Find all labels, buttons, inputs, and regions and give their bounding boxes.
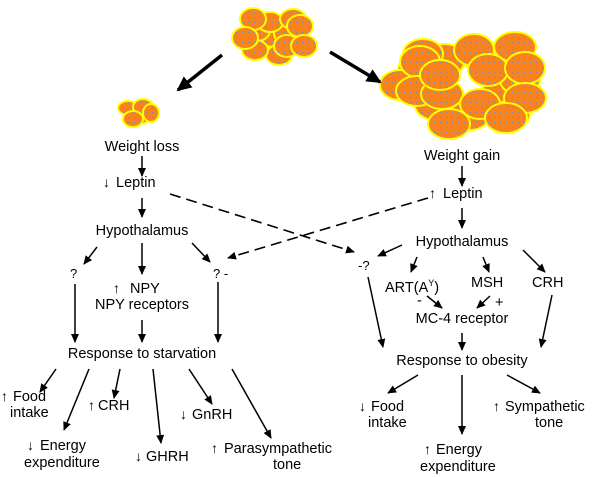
arrow-up-icon: ↑ xyxy=(493,398,500,414)
unknown-left-label: ? xyxy=(70,266,78,281)
outcome-line1: Food xyxy=(13,389,47,405)
outcome-line1: GHRH xyxy=(146,449,189,465)
arrow-down-icon: ↓ xyxy=(135,448,142,464)
art-superscript: Y xyxy=(428,278,435,288)
arrow-hyp-to-art xyxy=(410,256,418,273)
response-to-obesity-label: Response to obesity xyxy=(396,353,528,369)
fat-cell xyxy=(142,103,160,123)
plus-sign: + xyxy=(495,295,504,311)
arrow-crh-to-obesity-response xyxy=(538,294,553,348)
unknown-obesity-label: -? xyxy=(358,258,370,273)
arrow-to-energy-down xyxy=(63,368,90,431)
arrow-up-icon: ↑ xyxy=(88,397,95,413)
leptin-left-label: Leptin xyxy=(116,175,156,191)
hypothalamus-left-label: Hypothalamus xyxy=(95,223,189,239)
art-close: ) xyxy=(434,279,440,296)
fat-cell xyxy=(504,51,546,85)
minus-sign: - xyxy=(417,293,422,309)
outcome-line2: expenditure xyxy=(420,459,496,475)
art-label: ART(AY) xyxy=(385,275,439,296)
outcome-line1: GnRH xyxy=(192,407,233,423)
npy-receptors-label: NPY receptors xyxy=(94,297,190,313)
fat-cell xyxy=(231,26,259,50)
arrow-hyp-to-q-right xyxy=(191,242,211,263)
fat-cell-cluster-large xyxy=(379,31,547,140)
arrow-to-food-intake-up xyxy=(39,368,57,393)
arrow-up-icon: ↑ xyxy=(1,388,8,404)
msh-label: MSH xyxy=(471,275,504,291)
leptin-right-label: Leptin xyxy=(443,186,483,202)
dashed-leptin-high-to-left-q xyxy=(227,197,429,260)
arrow-down-icon: ↓ xyxy=(27,437,34,453)
fat-cell xyxy=(419,59,461,91)
weight-loss-label: Weight loss xyxy=(104,139,180,155)
hypothalamus-right-label: Hypothalamus xyxy=(415,234,509,250)
arrow-to-food-intake-down xyxy=(387,374,419,394)
fat-cell xyxy=(122,110,144,128)
arrow-hyp-to-msh xyxy=(482,256,490,273)
arrow-to-ghrh-down xyxy=(152,368,165,444)
fat-cell-cluster-small xyxy=(117,98,160,128)
arrow-q-to-obesity-response xyxy=(367,276,386,348)
outcome-line2: expenditure xyxy=(24,455,100,471)
outcome-line2: intake xyxy=(368,415,407,431)
outcome-line1: Food xyxy=(371,399,405,415)
arrow-up-icon: ↑ xyxy=(211,440,218,456)
arrow-msh-to-mc4 xyxy=(476,295,491,309)
arrow-down-icon: ↓ xyxy=(180,406,187,422)
arrow-to-gnrh-down xyxy=(188,368,213,405)
arrow-to-parasympathetic-up xyxy=(231,368,272,439)
npy-label: NPY xyxy=(130,281,160,297)
outcome-line2: tone xyxy=(273,457,302,473)
outcome-line2: intake xyxy=(10,405,49,421)
arrow-up-icon: ↑ xyxy=(113,280,120,296)
mc4-receptor-label: MC-4 receptor xyxy=(415,311,509,327)
art-text: ART(A xyxy=(385,279,429,296)
arrow-down-icon: ↓ xyxy=(103,174,110,190)
arrow-to-weight-gain xyxy=(329,50,382,84)
response-to-starvation-label: Response to starvation xyxy=(67,346,217,362)
fat-cell-cluster-origin xyxy=(231,7,318,66)
crh-right-label: CRH xyxy=(532,275,564,291)
arrow-hyp-to-q-left xyxy=(83,246,98,265)
outcome-line1: Energy xyxy=(436,442,482,458)
unknown-right-label: ? - xyxy=(213,266,229,281)
arrow-hyp-to-q-right-side xyxy=(377,244,403,257)
arrow-up-icon: ↑ xyxy=(424,441,431,457)
outcome-line1: Parasympathetic xyxy=(224,441,332,457)
fat-cell xyxy=(467,53,509,87)
arrow-down-icon: ↓ xyxy=(359,398,366,414)
weight-gain-label: Weight gain xyxy=(423,148,501,164)
fat-cell xyxy=(290,34,318,58)
outcome-line2: tone xyxy=(535,415,564,431)
fat-cell xyxy=(484,102,528,134)
fat-cell xyxy=(427,108,471,140)
arrow-art-to-mc4 xyxy=(426,295,443,309)
outcome-line1: Sympathetic xyxy=(505,399,585,415)
arrow-hyp-to-crh xyxy=(522,249,546,273)
outcome-line1: Energy xyxy=(40,438,86,454)
arrow-to-weight-loss xyxy=(176,53,224,92)
arrow-up-icon: ↑ xyxy=(429,185,436,201)
outcome-line1: CRH xyxy=(98,398,130,414)
arrow-to-sympathetic-up xyxy=(506,374,541,394)
fat-cell xyxy=(286,14,314,38)
arrow-to-crh-up xyxy=(111,368,121,399)
dashed-leptin-low-to-right-q xyxy=(169,193,355,254)
